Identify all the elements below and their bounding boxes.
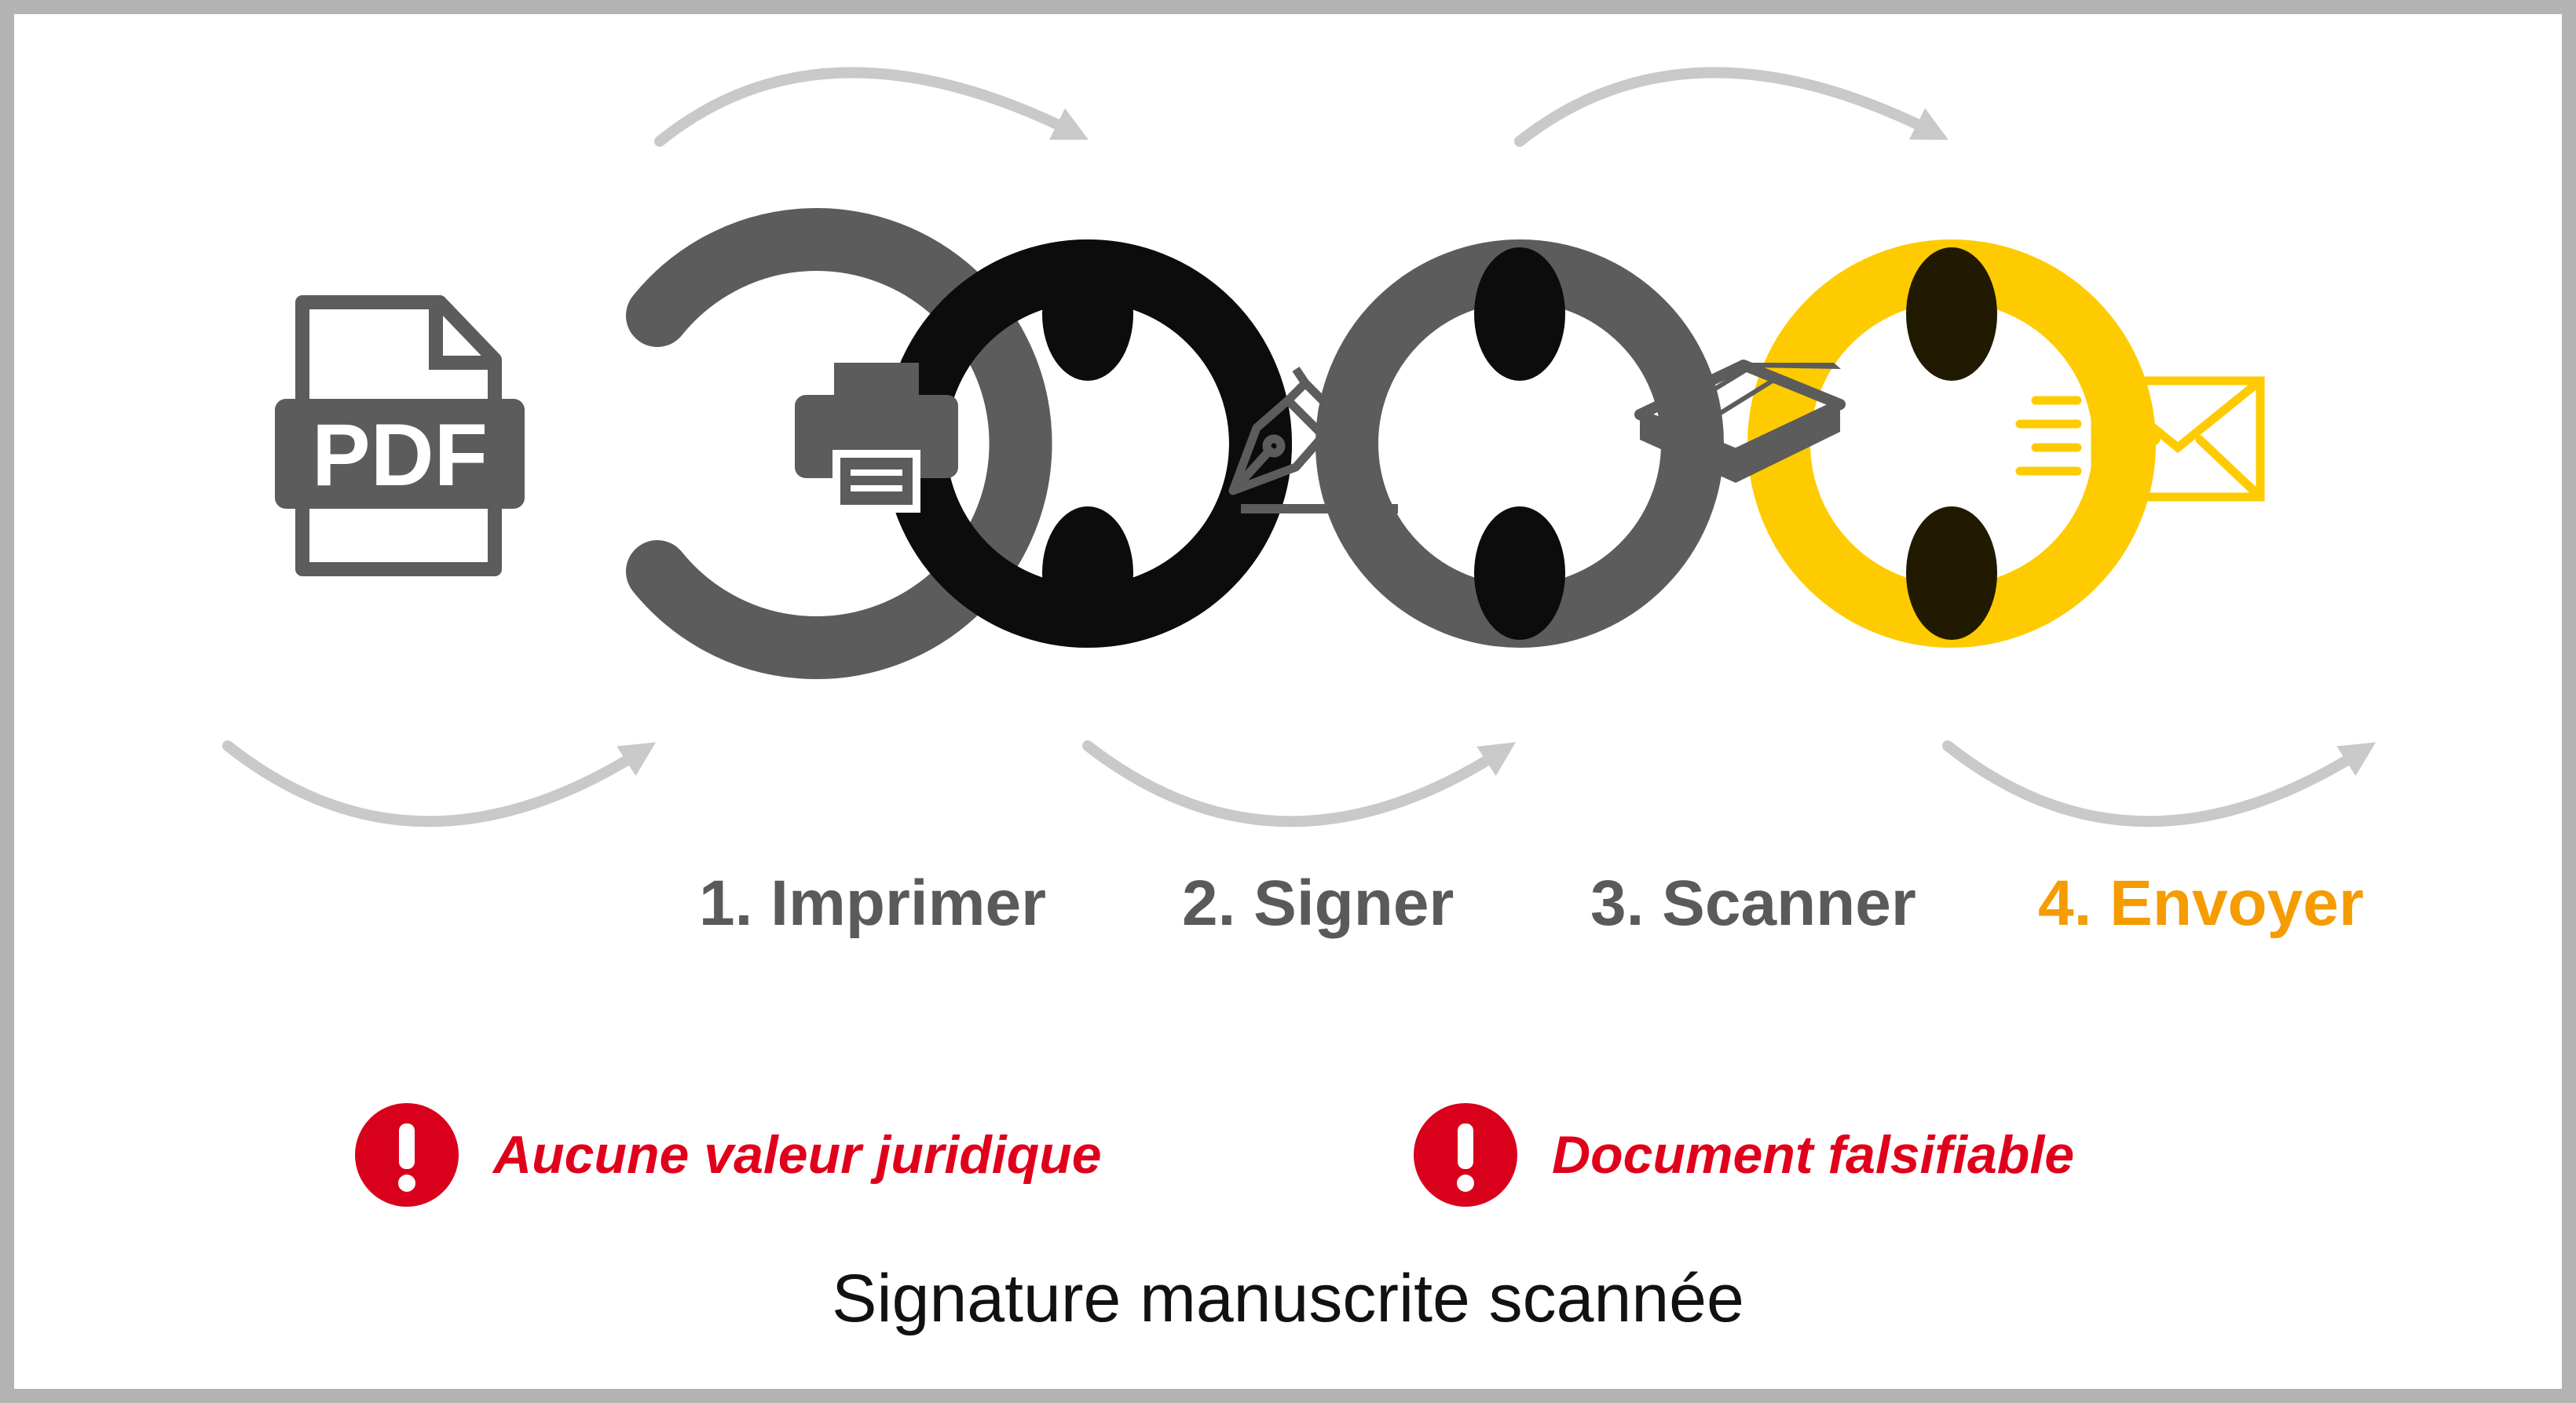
warning-falsifiable: Document falsifiable <box>1414 1103 2074 1207</box>
warning-no-legal-value: Aucune valeur juridique <box>355 1103 1102 1207</box>
exclamation-icon <box>355 1103 459 1207</box>
flow-arrow-1 <box>222 740 657 828</box>
flow-arrow-3 <box>1082 740 1517 828</box>
exclamation-icon <box>1414 1103 1517 1207</box>
warning-text: Aucune valeur juridique <box>493 1125 1102 1185</box>
step-label-scan: 3. Scanner <box>1590 868 1916 939</box>
flow-arrow-5 <box>1942 740 2377 828</box>
flow-arrow-2 <box>654 67 1089 147</box>
step-label-send: 4. Envoyer <box>2038 868 2364 939</box>
step-label-sign: 2. Signer <box>1182 868 1454 939</box>
warning-text: Document falsifiable <box>1552 1125 2075 1185</box>
flow-arrows <box>222 67 2377 828</box>
fountain-pen-icon <box>1228 366 1398 513</box>
ring-overlaps <box>884 239 1997 648</box>
envelope-fast-icon <box>2015 376 2265 502</box>
scanner-icon <box>1634 360 1846 483</box>
flow-arrow-4 <box>1514 67 1948 147</box>
printer-icon <box>795 363 958 513</box>
pdf-badge-text: PDF <box>312 406 488 504</box>
step-label-print: 1. Imprimer <box>699 868 1047 939</box>
ring-print <box>626 208 1052 679</box>
diagram-caption: Signature manuscrite scannée <box>832 1261 1744 1336</box>
pdf-document-icon: PDF <box>275 295 525 576</box>
